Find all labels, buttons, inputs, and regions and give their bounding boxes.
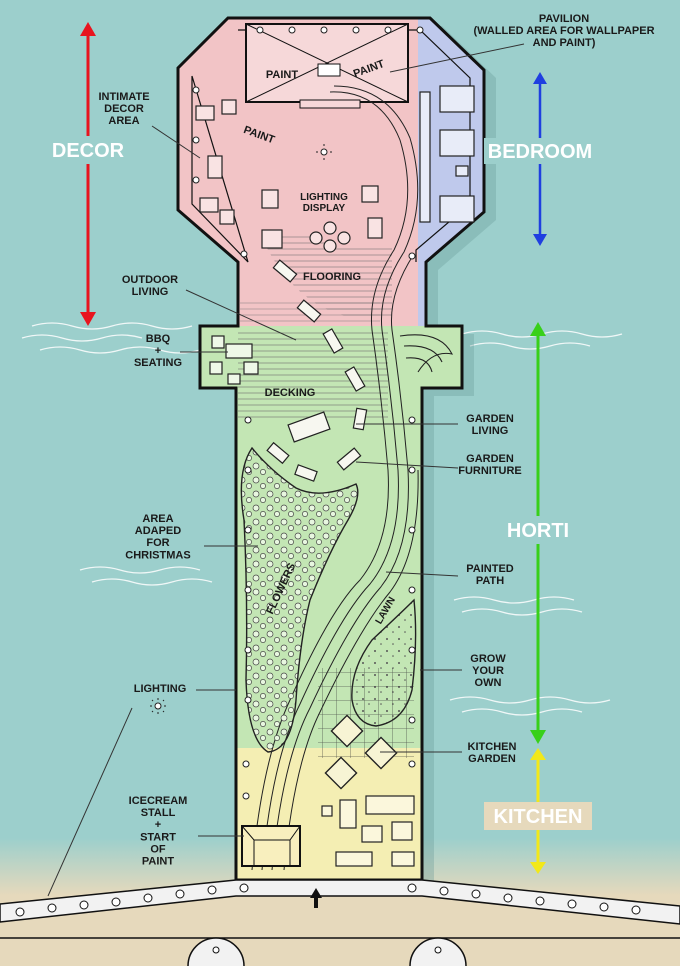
kitchen-zone-label: KITCHEN	[494, 806, 583, 828]
pavilion-paint-panel	[245, 23, 409, 109]
horti-label-gap	[504, 516, 572, 544]
wave-lines	[21, 322, 623, 716]
lighting-display-lamp-icon	[316, 144, 332, 160]
bedroom-label-gap	[484, 138, 596, 164]
horti-zone-label: HORTI	[507, 520, 569, 542]
garden-benches	[266, 259, 368, 482]
kitchen-label-gap	[484, 802, 592, 830]
decking-label: DECKING	[265, 387, 316, 399]
callout-leader-lines	[47, 43, 525, 897]
lighting-callout: LIGHTING	[134, 683, 187, 695]
icecream-stall	[241, 825, 301, 867]
promenade	[0, 879, 680, 966]
paint-label-left: PAINT	[266, 69, 298, 81]
decking-hatch	[238, 330, 388, 420]
bbq-seating-furniture	[209, 335, 259, 385]
decor-zone-label: DECOR	[52, 140, 125, 162]
flooring-hatch	[262, 232, 392, 320]
kitchen-garden-beds	[324, 714, 398, 790]
decor-zone-arrow	[80, 22, 96, 326]
grow-your-own-grid	[318, 668, 414, 758]
kitchen-units	[321, 795, 415, 867]
flooring-label: FLOORING	[303, 271, 361, 283]
bbq-callout: BBQ+SEATING	[134, 333, 182, 369]
perimeter-lights	[192, 26, 424, 800]
decor-furniture	[195, 99, 383, 253]
bedroom-furniture	[419, 85, 475, 223]
up-arrow-icon	[310, 888, 322, 908]
flower-bed	[240, 446, 359, 753]
bedroom-zone-label: BEDROOM	[488, 141, 592, 163]
decking-planter-swirl	[399, 334, 453, 373]
sun-lamp-icon	[150, 698, 166, 714]
decor-label-gap	[52, 136, 124, 164]
